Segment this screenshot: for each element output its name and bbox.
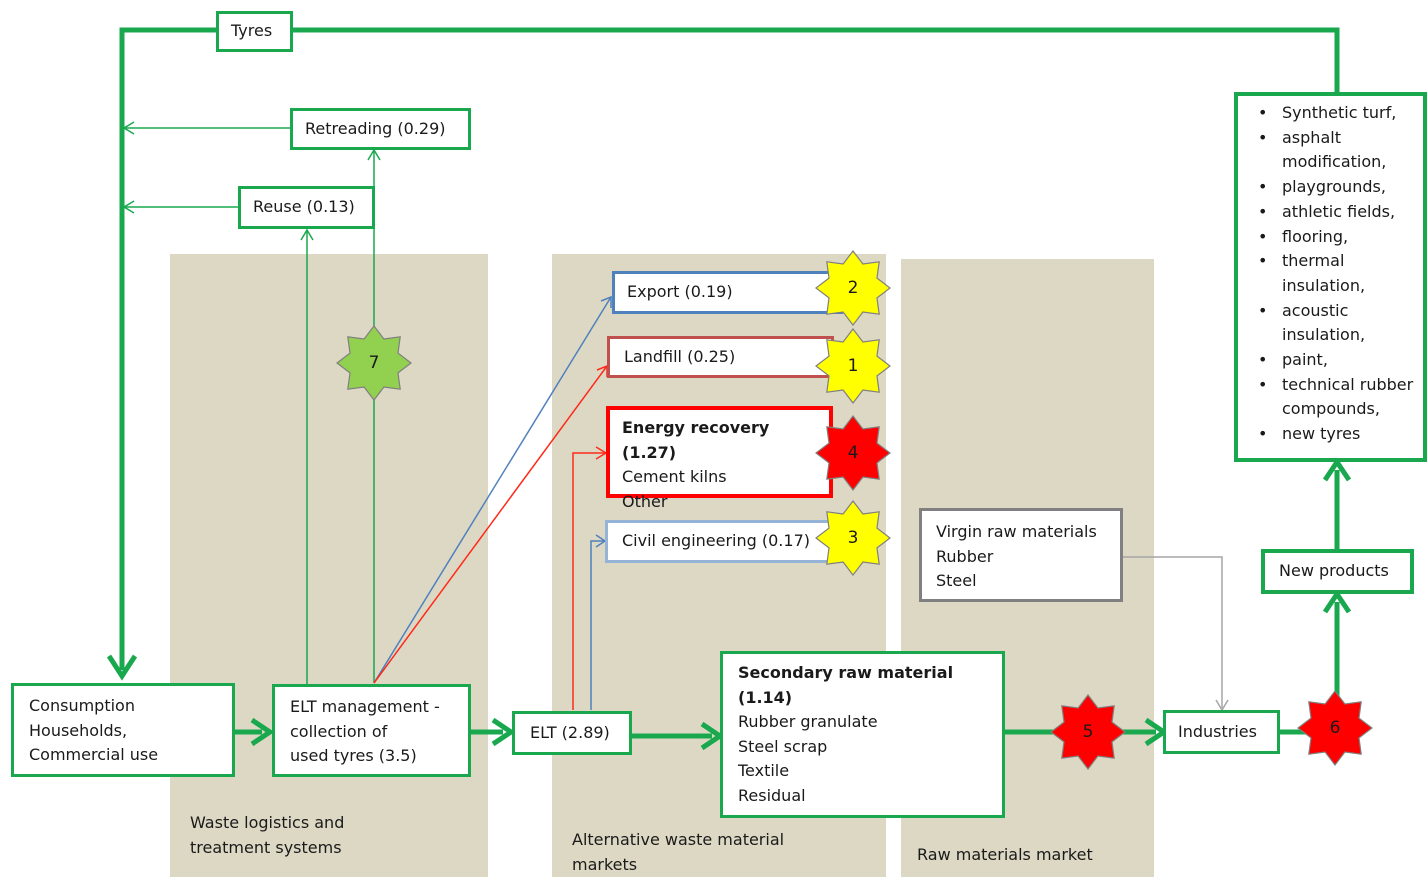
- uses-box: Synthetic turf, asphalt modification, pl…: [1234, 92, 1427, 462]
- virgin-steel: Steel: [936, 571, 977, 590]
- zone-label-alternative: Alternative waste material markets: [572, 830, 785, 874]
- star-marker-5-label: 5: [1082, 722, 1094, 742]
- new-products-box: New products: [1261, 549, 1414, 594]
- elt-management-line-3: used tyres (3.5): [290, 746, 417, 765]
- star-marker-7-label: 7: [368, 353, 380, 373]
- star-marker-7: 7: [336, 325, 412, 401]
- secondary-raw-material-box: Secondary raw material (1.14) Rubber gra…: [720, 651, 1005, 818]
- star-marker-6-label: 6: [1329, 718, 1341, 738]
- landfill-box: Landfill (0.25): [607, 336, 834, 378]
- secondary-textile: Textile: [738, 761, 790, 780]
- consumption-to-elt-management-arrowhead: [250, 717, 275, 747]
- reuse-return-arrowhead: [122, 200, 135, 214]
- energy-cement-kilns: Cement kilns: [622, 467, 727, 486]
- to-energy-arrow: [572, 452, 605, 710]
- to-landfill-arrow: [373, 365, 608, 684]
- consumption-box: Consumption Households, Commercial use: [11, 683, 235, 777]
- export-box: Export (0.19): [612, 271, 843, 314]
- tyres-box: Tyres: [216, 11, 293, 52]
- star-marker-3: 3: [815, 500, 891, 576]
- use-item: acoustic insulation,: [1250, 299, 1421, 348]
- elt-management-line-2: collection of: [290, 721, 388, 741]
- use-item: thermal insulation,: [1250, 249, 1421, 298]
- secondary-residual: Residual: [738, 785, 806, 805]
- to-export-arrow: [373, 296, 612, 684]
- use-item: Synthetic turf,: [1250, 101, 1421, 126]
- star-marker-1: 1: [815, 328, 891, 404]
- civil-engineering-box: Civil engineering (0.17): [605, 520, 843, 563]
- star-marker-4: 4: [815, 415, 891, 491]
- retreading-box: Retreading (0.29): [290, 108, 471, 150]
- energy-other: Other: [622, 491, 668, 511]
- use-item: flooring,: [1250, 225, 1421, 250]
- star-marker-3-label: 3: [847, 528, 859, 548]
- zone-label-raw: Raw materials market: [917, 845, 1093, 864]
- to-civil-arrow: [590, 540, 604, 710]
- to-export-arrowhead: [600, 295, 612, 308]
- consumption-households: Households,: [29, 720, 128, 740]
- elt-management-line-1: ELT management -: [290, 697, 440, 716]
- use-item: paint,: [1250, 348, 1421, 373]
- zone-label-waste: Waste logistics and treatment systems: [190, 813, 345, 857]
- reuse-box: Reuse (0.13): [238, 186, 375, 229]
- virgin-title: Virgin raw materials: [936, 522, 1097, 541]
- virgin-raw-materials-box: Virgin raw materials Rubber Steel: [919, 508, 1123, 602]
- uses-list: Synthetic turf, asphalt modification, pl…: [1250, 101, 1421, 447]
- elt-box: ELT (2.89): [512, 711, 632, 755]
- use-item: technical rubber compounds,: [1250, 373, 1421, 422]
- star-marker-2: 2: [815, 250, 891, 326]
- star-marker-6: 6: [1297, 690, 1373, 766]
- secondary-steel-scrap: Steel scrap: [738, 736, 828, 756]
- tyres-loop-arrow: [119, 27, 1340, 670]
- virgin-to-industries-arrow: [1122, 556, 1223, 708]
- retreading-return-arrowhead: [122, 121, 135, 135]
- use-item: playgrounds,: [1250, 175, 1421, 200]
- energy-recovery-box: Energy recovery (1.27) Cement kilns Othe…: [606, 406, 833, 511]
- elt-management-to-elt-arrowhead: [491, 717, 516, 747]
- use-item: asphalt modification,: [1250, 126, 1421, 175]
- virgin-rubber: Rubber: [936, 546, 994, 566]
- use-item: new tyres: [1250, 422, 1421, 447]
- use-item: athletic fields,: [1250, 200, 1421, 225]
- star-marker-1-label: 1: [847, 356, 859, 376]
- star-marker-5: 5: [1050, 694, 1126, 770]
- industries-box: Industries: [1163, 710, 1280, 754]
- consumption-commercial: Commercial use: [29, 745, 159, 764]
- to-new-products-arrowhead: [1322, 589, 1352, 614]
- tyres-loop-arrowhead: [106, 654, 138, 681]
- star-marker-2-label: 2: [847, 278, 859, 298]
- to-uses-arrowhead: [1322, 457, 1352, 482]
- star-marker-4-label: 4: [847, 443, 859, 463]
- consumption-title: Consumption: [29, 696, 135, 715]
- secondary-rubber-granulate: Rubber granulate: [738, 712, 878, 731]
- secondary-title: Secondary raw material: [738, 663, 954, 682]
- secondary-amount: (1.14): [738, 687, 793, 707]
- elt-management-box: ELT management - collection of used tyre…: [272, 684, 471, 777]
- to-retreading-arrowhead: [367, 148, 381, 161]
- energy-recovery-title: Energy recovery (1.27): [622, 418, 770, 462]
- to-reuse-arrowhead: [300, 228, 314, 241]
